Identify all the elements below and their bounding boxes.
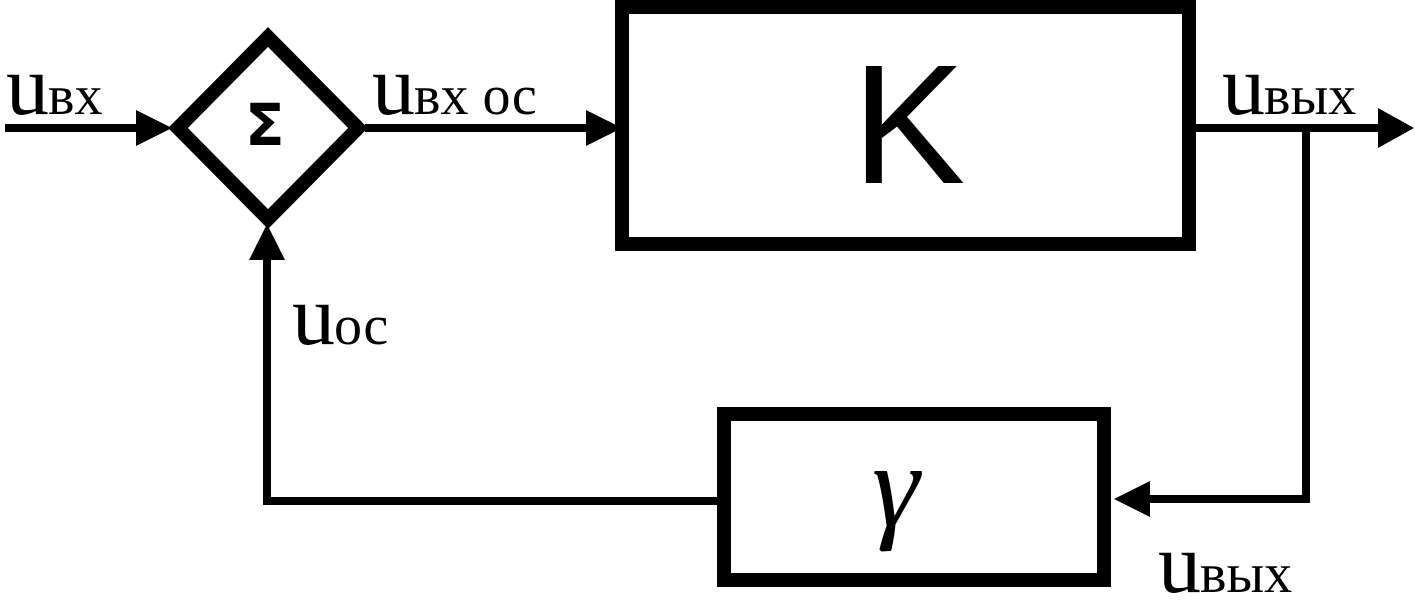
feedback-block [717, 407, 1111, 587]
feedback-block-label: γ [872, 419, 920, 552]
summer-symbol: Σ [245, 91, 285, 159]
signal-label-feedback-input: uвых [1158, 520, 1292, 606]
signal-main-symbol: u [6, 37, 49, 133]
feedback-return-arrowhead [249, 224, 285, 260]
signal-main-symbol: u [372, 37, 415, 133]
summing-junction [168, 27, 368, 229]
signal-subscript: вх [48, 65, 103, 127]
signal-subscript: ос [334, 295, 389, 357]
signal-label-output: uвых [1222, 42, 1356, 128]
input-arrowhead [136, 110, 172, 146]
signal-label-feedback: uос [292, 272, 388, 358]
signal-label-input: uвх [6, 42, 102, 128]
signal-main-symbol: u [1158, 515, 1201, 611]
forward-block [615, 0, 1196, 251]
summer-output-arrowhead [586, 110, 622, 146]
signal-label-summer-output: uвх ос [372, 42, 537, 128]
signal-subscript: вх ос [414, 65, 537, 127]
feedback-input-arrowhead [1114, 481, 1150, 517]
signal-subscript: вых [1200, 543, 1293, 605]
signal-subscript: вых [1264, 65, 1357, 127]
signal-main-symbol: u [1222, 37, 1265, 133]
signal-main-symbol: u [292, 267, 335, 363]
forward-block-label: K [852, 30, 966, 220]
output-arrowhead [1378, 108, 1414, 148]
